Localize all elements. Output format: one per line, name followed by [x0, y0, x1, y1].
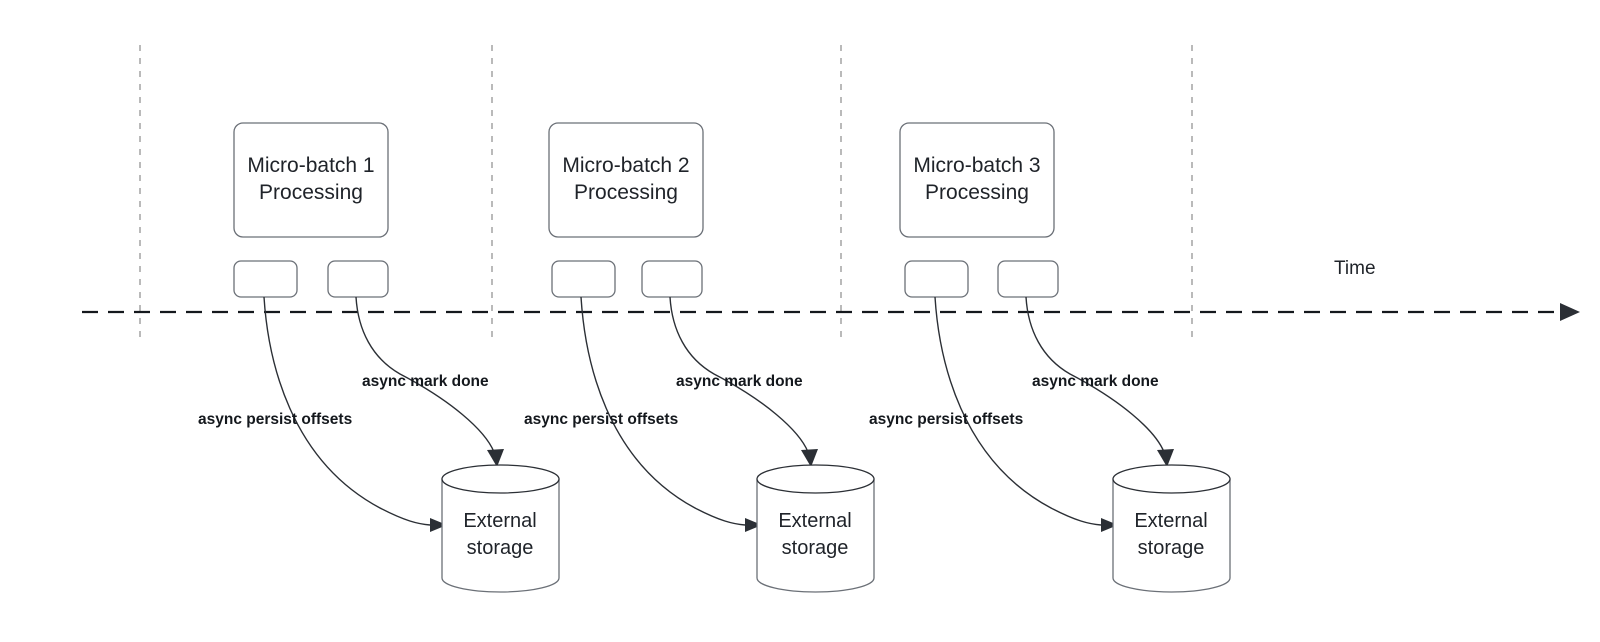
timeline-ticks [139, 45, 1193, 340]
micro-batch-2-process-box[interactable] [548, 122, 704, 238]
persist-offsets-curve-2 [580, 296, 746, 526]
persist-offsets-edge-label-1: async persist offsets [198, 411, 352, 428]
mark-done-arrow-1 [487, 449, 504, 467]
micro-batch-3-label-line1: Micro-batch 3 [913, 154, 1040, 177]
mark-done-curve-1 [355, 296, 495, 453]
mark-done-arrow-3 [1157, 449, 1174, 467]
external-storage-label-1-line1: External [463, 510, 536, 532]
group-3: Micro-batch 3 Processing External storag… [869, 122, 1231, 593]
persist-offsets-arrow-1 [430, 518, 447, 532]
external-storage-cylinder-2[interactable] [756, 464, 875, 593]
mark-done-edge-label-1: async mark done [362, 373, 489, 390]
group-1: Micro-batch 1 Processing External storag… [198, 122, 560, 593]
micro-batch-2-label-line2: Processing [574, 181, 678, 204]
micro-batch-1-label-line2: Processing [259, 181, 363, 204]
external-storage-label-1-line2: storage [467, 537, 534, 559]
external-storage-label-2-line1: External [778, 510, 851, 532]
persist-offsets-curve-3 [934, 296, 1102, 526]
mark-done-edge-label-3: async mark done [1032, 373, 1159, 390]
micro-batch-1-process-box[interactable] [233, 122, 389, 238]
group-2: Micro-batch 2 Processing External storag… [524, 122, 875, 593]
markdone-task-box-1[interactable] [327, 260, 389, 298]
persist-offsets-arrow-2 [745, 518, 762, 532]
markdone-task-box-2[interactable] [641, 260, 703, 298]
micro-batch-3-label-line2: Processing [925, 181, 1029, 204]
micro-batch-3-process-box[interactable] [899, 122, 1055, 238]
persist-task-box-3[interactable] [904, 260, 969, 298]
external-storage-label-3-line2: storage [1138, 537, 1205, 559]
external-storage-label-2-line2: storage [782, 537, 849, 559]
persist-offsets-curve-1 [263, 296, 431, 526]
persist-task-box-2[interactable] [551, 260, 616, 298]
external-storage-cylinder-3[interactable] [1112, 464, 1231, 593]
external-storage-label-3-line1: External [1134, 510, 1207, 532]
persist-offsets-edge-label-3: async persist offsets [869, 411, 1023, 428]
mark-done-curve-3 [1025, 296, 1165, 453]
persist-offsets-edge-label-2: async persist offsets [524, 411, 678, 428]
mark-done-edge-label-2: async mark done [676, 373, 803, 390]
persist-offsets-arrow-3 [1101, 518, 1118, 532]
time-axis-label: Time [1334, 258, 1376, 279]
markdone-task-box-3[interactable] [997, 260, 1059, 298]
persist-task-box-1[interactable] [233, 260, 298, 298]
timeline-arrow-head [1560, 303, 1580, 321]
mark-done-curve-2 [669, 296, 809, 453]
timeline-axis [82, 303, 1580, 321]
external-storage-cylinder-1[interactable] [441, 464, 560, 593]
micro-batch-2-label-line1: Micro-batch 2 [562, 154, 689, 177]
micro-batch-1-label-line1: Micro-batch 1 [247, 154, 374, 177]
mark-done-arrow-2 [801, 449, 818, 467]
